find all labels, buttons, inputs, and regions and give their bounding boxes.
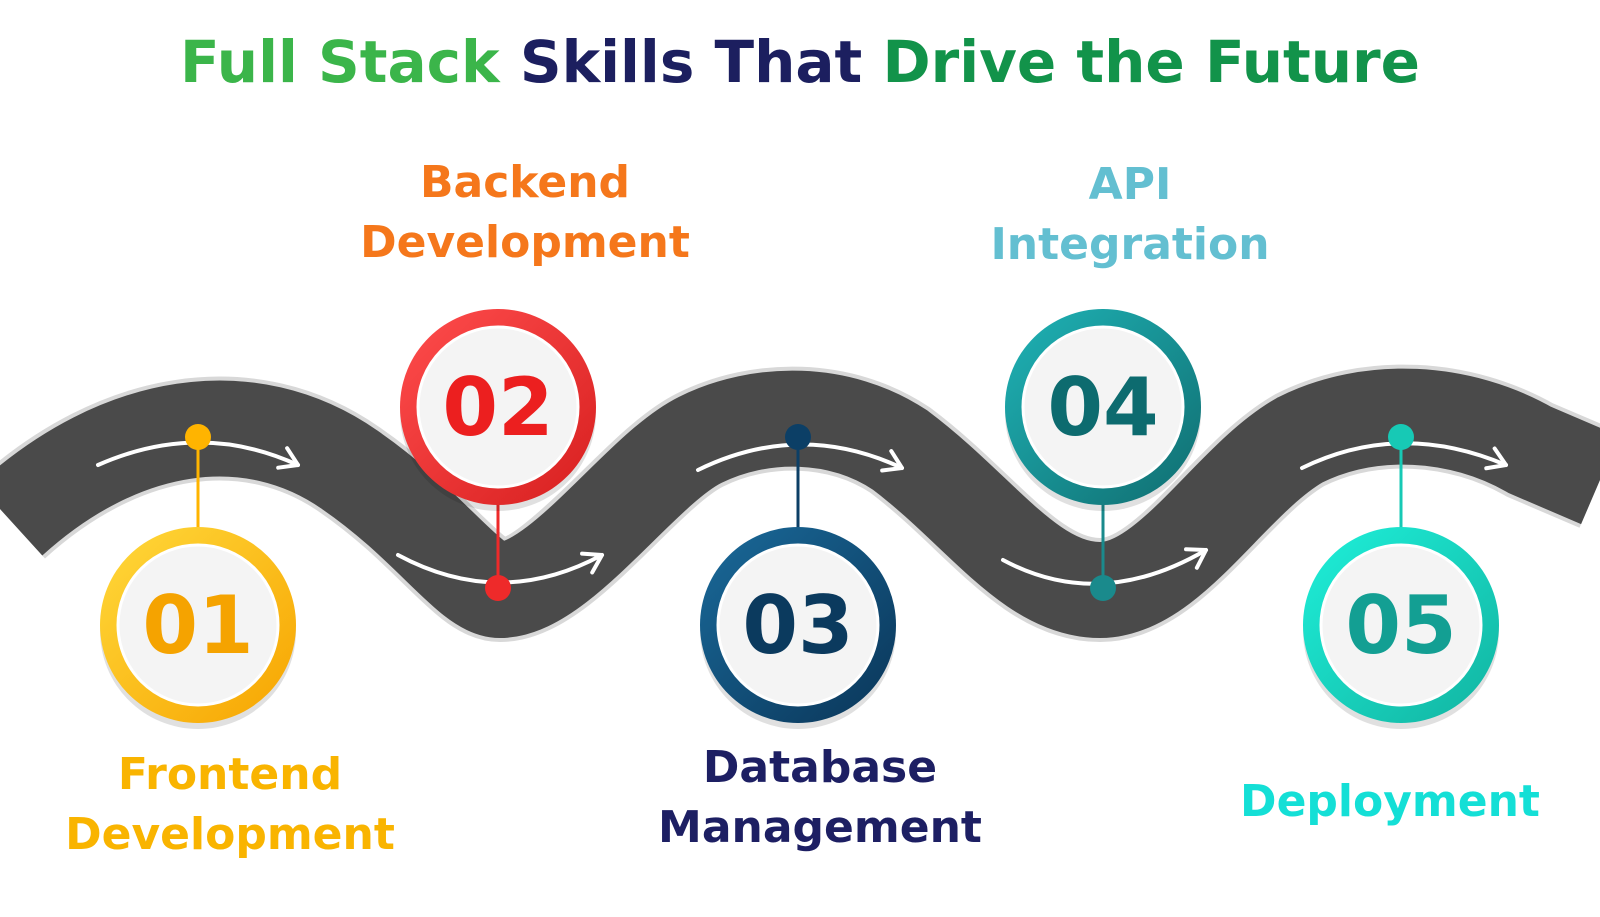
step-2-number: 02 [442,361,553,454]
step-5-badge: 05 [1303,527,1499,729]
step-1-badge: 01 [100,527,296,729]
step-2-label-line-1: Backend [419,157,631,208]
step-5-dot [1388,424,1414,450]
badge-face [1021,325,1185,489]
title-part-2: Skills That [519,28,863,96]
badge-face [416,325,580,489]
step-badges: 01 02 03 04 05 [100,309,1499,729]
title-part-3: Drive the Future [882,28,1420,96]
step-1-label-line-1: Frontend [117,749,343,800]
road-arrowhead [880,449,904,473]
step-3-label-line-2: Management [658,802,982,853]
road-arrowhead [580,551,604,575]
step-3-dot [785,424,811,450]
page-title: Full Stack Skills That Drive the Future [0,28,1600,96]
step-1-label-line-2: Development [65,809,395,860]
step-4-badge: 04 [1005,309,1201,511]
step-3-badge: 03 [700,527,896,729]
step-4-label: API Integration [960,155,1300,275]
step-4-label-line-1: API [1088,159,1172,210]
road-arrowhead [276,446,300,470]
step-1-dot [185,424,211,450]
road-arrowhead [1184,547,1208,570]
step-3-label: Database Management [620,738,1020,858]
road [0,364,1600,643]
step-4-number: 04 [1047,361,1158,454]
step-4-label-line-2: Integration [990,219,1270,270]
road-arrowhead [1484,446,1508,471]
step-2-label: Backend Development [330,153,720,273]
step-4-dot [1090,575,1116,601]
step-1-label: Frontend Development [40,745,420,865]
title-part-1: Full Stack [180,28,500,96]
badge-face [1319,543,1483,707]
step-5-number: 05 [1345,579,1456,672]
badge-face [716,543,880,707]
badge-face [116,543,280,707]
step-5-label: Deployment [1215,772,1565,832]
step-5-label-line-1: Deployment [1240,776,1540,827]
step-3-label-line-1: Database [702,742,938,793]
step-2-label-line-2: Development [360,217,690,268]
step-2-dot [485,575,511,601]
road-surface [0,368,1600,639]
step-3-number: 03 [742,579,853,672]
step-2-badge: 02 [400,309,596,511]
step-1-number: 01 [142,579,253,672]
